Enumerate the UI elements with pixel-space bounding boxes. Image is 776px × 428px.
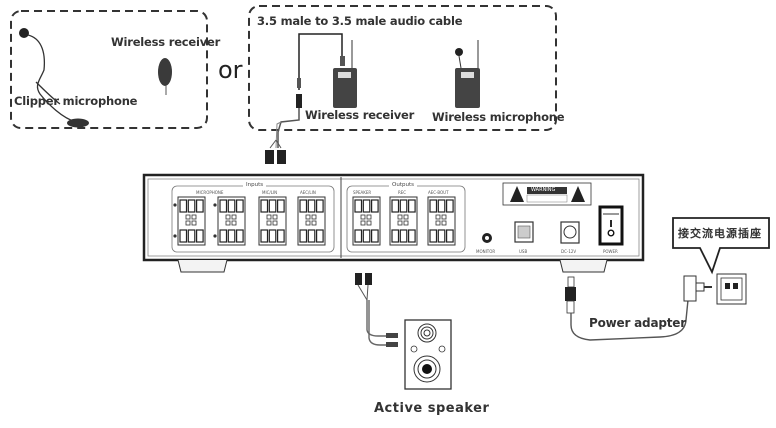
dc-label: DC-12V: [561, 249, 577, 254]
wireless-receiver-pack-icon: [333, 40, 357, 108]
power-switch: [598, 205, 624, 246]
channel-marker-icon: [173, 234, 177, 238]
port-label-aec-lin: AEC/LIN: [300, 190, 316, 195]
active-speaker-label: Active speaker: [374, 401, 490, 416]
terminal-block: [352, 196, 381, 246]
clipper-microphone-label: Clipper microphone: [14, 94, 138, 108]
clipper-microphone-icon: [19, 28, 89, 128]
output-cable-icon: [355, 273, 398, 347]
input-plug-icon: [265, 139, 286, 164]
outputs-group-label: Outputs: [389, 182, 417, 188]
usb-label: USB: [519, 249, 528, 254]
power-adapter-label: Power adapter: [589, 316, 686, 330]
wireless-receiver-b-label: Wireless receiver: [305, 108, 415, 122]
terminal-block: [258, 196, 287, 246]
terminal-block: [177, 196, 206, 246]
dc-power-jack: [560, 221, 580, 244]
wall-outlet-icon: [716, 273, 747, 305]
wireless-receiver-a-label: Wireless receiver: [111, 35, 221, 49]
port-label-aec-bout: AEC-BOUT: [428, 190, 449, 195]
port-label-microphone: MICROPHONE: [196, 190, 224, 195]
channel-marker-icon: [213, 203, 217, 207]
terminal-block: [389, 196, 418, 246]
wireless-microphone-label: Wireless microphone: [432, 110, 565, 124]
port-label-mic-lin: MIC/LIN: [262, 190, 278, 195]
terminal-block: [427, 196, 456, 246]
outlet-callout-bubble: [672, 217, 770, 275]
power-adapter-icon: [565, 275, 712, 341]
channel-marker-icon: [213, 234, 217, 238]
channel-marker-icon: [173, 203, 177, 207]
outlet-callout-text: 接交流电源插座: [678, 227, 762, 240]
terminal-block: [217, 196, 246, 246]
monitor-label: MONITOR: [476, 249, 496, 254]
power-label: POWER: [603, 249, 618, 254]
terminal-block: [297, 196, 326, 246]
warning-text: WARNING: [531, 187, 556, 193]
audio-cable-label: 3.5 male to 3.5 male audio cable: [257, 14, 463, 28]
wireless-microphone-pack-icon: [455, 40, 480, 108]
option-a-box: [10, 10, 208, 129]
monitor-jack: [482, 233, 492, 243]
audio-cable-icon: [275, 33, 345, 149]
option-b-box: [248, 5, 557, 131]
warning-label: [502, 182, 592, 206]
inputs-group-label: Inputs: [243, 182, 267, 188]
active-speaker-icon: [404, 319, 452, 390]
port-label-speaker: SPEAKER: [353, 190, 372, 195]
wireless-receiver-small-icon: [158, 58, 172, 95]
or-label: or: [218, 56, 243, 84]
port-label-rec: REC: [398, 190, 407, 195]
usb-port: [514, 221, 534, 243]
